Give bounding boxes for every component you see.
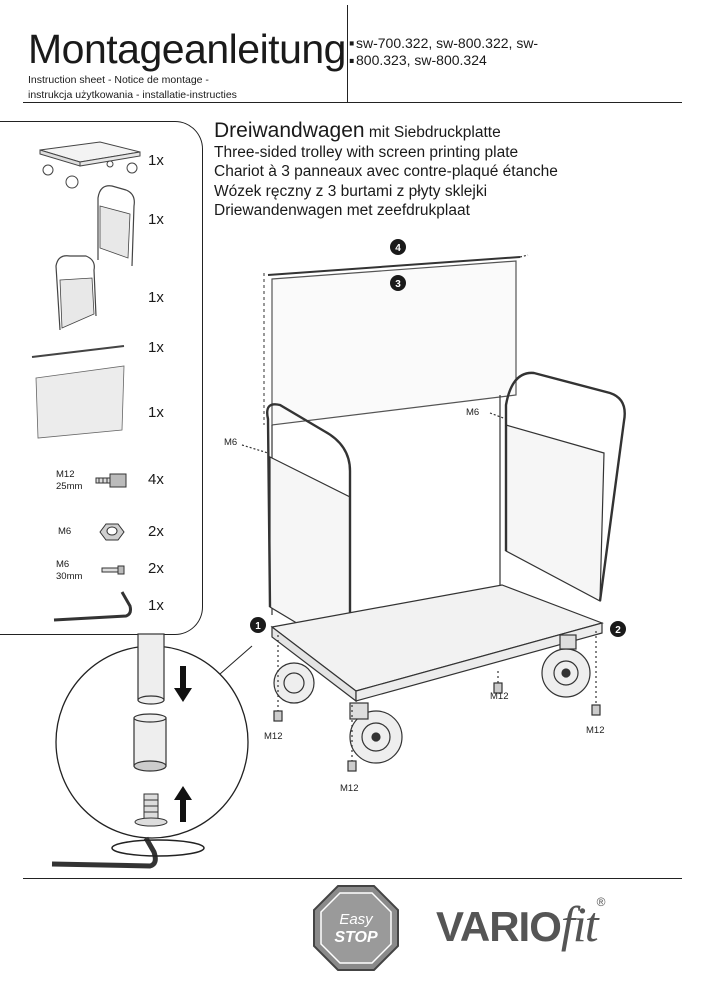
tag-m12-front-left: M12 — [264, 731, 282, 742]
svg-text:3: 3 — [395, 279, 401, 290]
parts-list-panel — [0, 121, 203, 635]
side-frame-icon — [97, 185, 135, 267]
tag-m12-right: M12 — [586, 725, 604, 736]
detail-view — [51, 633, 253, 869]
page-title: Montageanleitung: — [28, 26, 357, 72]
tag-m6-right: M6 — [466, 407, 479, 418]
product-name-de: Dreiwandwagen — [214, 119, 365, 142]
product-name-pl: Wózek ręczny z 3 burtami z płyty sklejki — [214, 182, 488, 200]
part-qty: 4x — [148, 471, 164, 488]
part-qty: 2x — [148, 523, 164, 540]
small-screw-icon — [101, 565, 125, 575]
product-name-fr: Chariot à 3 panneaux avec contre-plaqué … — [214, 163, 558, 180]
side-frame-icon — [55, 255, 97, 331]
allen-key-icon — [53, 591, 132, 622]
part-qty: 1x — [148, 211, 164, 228]
brand-fit: fit — [560, 896, 599, 952]
screw-icon — [95, 473, 127, 488]
step-badge-1: 1 — [250, 617, 266, 633]
step-badge-4: 4 — [390, 239, 406, 255]
svg-text:1: 1 — [255, 621, 261, 632]
subtitle-line-1: Instruction sheet - Notice de montage - — [28, 74, 209, 86]
product-name-nl: Driewandenwagen met zeefdrukplaat — [214, 202, 470, 219]
part-label: M6 30mm — [56, 559, 83, 582]
product-name-de-suffix: mit Siebdruckplatte — [364, 124, 501, 141]
wheel-right — [541, 634, 591, 698]
part-label: M12 25mm — [56, 469, 83, 492]
wheel-rear-left — [273, 662, 315, 704]
model-numbers: sw-700.322, sw-800.322, sw-800.323, sw-8… — [356, 35, 539, 68]
tag-m12-rear: M12 — [490, 691, 508, 702]
right-side-panel — [505, 424, 605, 602]
tag-m6-left: M6 — [224, 437, 237, 448]
part-qty: 1x — [148, 289, 164, 306]
top-rod — [267, 256, 521, 276]
step-badge-3: 3 — [390, 275, 406, 291]
brand-registered: ® — [596, 895, 606, 909]
part-label: M6 — [58, 526, 72, 537]
wheel-front-left — [349, 702, 403, 764]
right-handle — [504, 371, 626, 602]
tag-m12-front-center: M12 — [340, 783, 358, 794]
rod-icon — [31, 345, 125, 358]
parts-illustrations — [31, 141, 141, 622]
step-badge-2: 2 — [610, 621, 626, 637]
left-handle — [266, 403, 352, 655]
back-panel — [271, 260, 517, 426]
product-names: Dreiwandwagen mit Siebdruckplatte Three-… — [214, 119, 558, 221]
header-rule — [23, 102, 682, 103]
easy-stop-badge: Easy STOP — [313, 885, 399, 971]
part-qty: 1x — [148, 404, 164, 421]
svg-text:2: 2 — [615, 625, 621, 636]
trolley-base-icon — [39, 141, 141, 189]
assembly-diagram: 4 3 1 2 M6 M6 M12 M12 M12 M12 — [224, 239, 626, 794]
part-qty: 2x — [148, 560, 164, 577]
footer-rule — [23, 878, 682, 879]
svg-text:STOP: STOP — [334, 929, 378, 946]
part-qty: 1x — [148, 597, 164, 614]
part-qty: 1x — [148, 152, 164, 169]
part-qty: 1x — [148, 339, 164, 356]
svg-text:Easy: Easy — [339, 911, 374, 928]
subtitle-line-2: instrukcja użytkowania - installatie-ins… — [28, 89, 237, 101]
header-divider — [347, 5, 348, 103]
nut-icon — [99, 523, 125, 541]
svg-text:4: 4 — [395, 243, 401, 254]
brand-logo: VARIOfit® — [436, 895, 605, 953]
brand-main: VARIO — [436, 903, 562, 950]
panel-icon — [35, 365, 125, 439]
product-name-en: Three-sided trolley with screen printing… — [214, 143, 519, 161]
